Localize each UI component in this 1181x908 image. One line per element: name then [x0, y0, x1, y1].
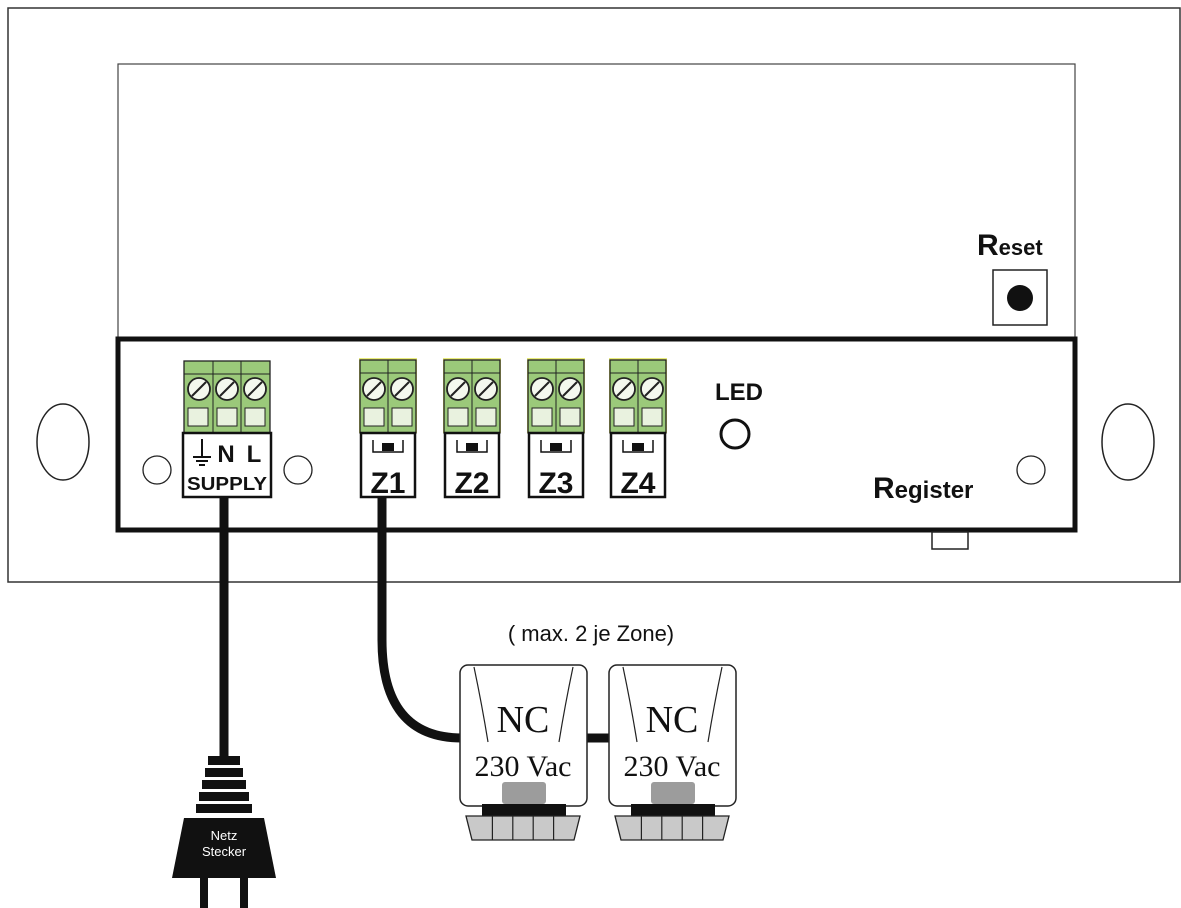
supply-l-label: L [247, 441, 262, 468]
zone-terminal-z3: Z3 [527, 358, 585, 500]
mounting-slot-right [1101, 403, 1155, 481]
led-indicator [719, 418, 751, 450]
plug-pin-right [240, 878, 248, 908]
reset-label: Reset [977, 229, 1043, 262]
actuator-1: NC 230 Vac [459, 664, 588, 841]
register-label-rest: egister [895, 477, 974, 504]
actuator-adapter [614, 815, 730, 841]
contact-icon [622, 440, 654, 453]
board-hole-3 [1016, 455, 1046, 485]
actuator-pin [502, 782, 546, 804]
zone-terminal-z2: Z2 [443, 358, 501, 500]
reset-label-cap: R [977, 229, 999, 262]
supply-label-plate [181, 431, 273, 499]
actuator-type: NC [646, 699, 699, 741]
supply-n-label: N [217, 441, 234, 468]
led-label: LED [715, 379, 763, 406]
board-hole-2 [283, 455, 313, 485]
actuator-2: NC 230 Vac [608, 664, 737, 841]
contact-icon [540, 440, 572, 453]
mounting-slot-left [36, 403, 90, 481]
actuator-adapter [465, 815, 581, 841]
register-label-cap: R [873, 472, 895, 505]
controller-board [115, 336, 1078, 533]
max-per-zone-note: ( max. 2 je Zone) [508, 621, 674, 646]
inner-panel [117, 63, 1076, 340]
zone-terminals: Z1 Z2 Z3 Z4 [359, 358, 667, 500]
zone-terminal-z1: Z1 [359, 358, 417, 500]
supply-label: SUPPLY [187, 474, 267, 494]
plug-strain-relief [196, 756, 252, 813]
actuator-voltage: 230 Vac [624, 750, 721, 783]
reset-label-rest: eset [999, 235, 1044, 260]
plug-label-line1: Netz [211, 828, 238, 843]
plug-label-line2: Stecker [202, 844, 247, 859]
board-hole-1 [142, 455, 172, 485]
register-button-tab[interactable] [931, 531, 969, 550]
zone-label: Z4 [620, 467, 655, 500]
zone-label: Z3 [538, 467, 573, 500]
register-label: Register [873, 472, 973, 505]
power-plug-icon [172, 818, 276, 878]
reset-button-frame[interactable] [992, 269, 1048, 326]
contact-icon [456, 440, 488, 453]
supply-terminal-block [183, 360, 271, 434]
reset-button[interactable] [1007, 285, 1033, 311]
zone-label: Z1 [370, 467, 405, 500]
zone-label: Z2 [454, 467, 489, 500]
plug-pin-left [200, 878, 208, 908]
actuator-voltage: 230 Vac [475, 750, 572, 783]
actuator-pin [651, 782, 695, 804]
zone-terminal-z4: Z4 [609, 358, 667, 500]
actuators: NC 230 Vac NC 230 Vac [459, 664, 737, 841]
zone-cable [377, 497, 463, 743]
ground-icon [193, 439, 211, 466]
contact-icon [372, 440, 404, 453]
actuator-type: NC [497, 699, 550, 741]
zone-label-plate [443, 431, 501, 499]
